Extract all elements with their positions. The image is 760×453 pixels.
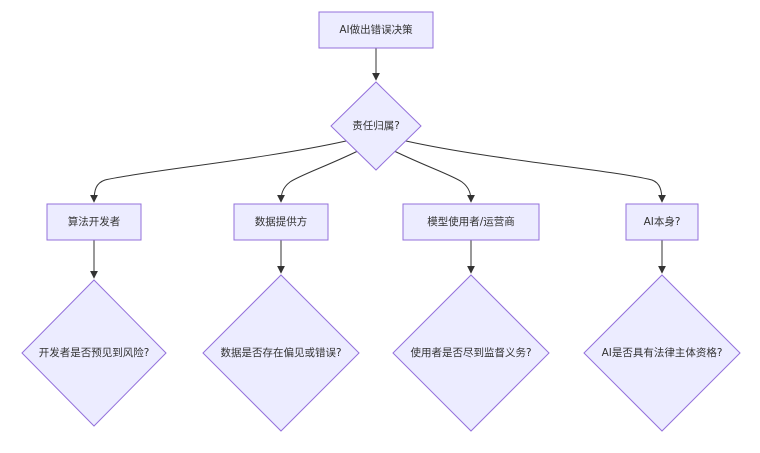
start-node-label: AI做出错误决策 <box>339 23 413 36</box>
start-node: AI做出错误决策 <box>318 11 434 49</box>
check-data-provider-diamond <box>202 274 360 432</box>
branch-developer-box <box>46 203 142 241</box>
branch-developer-label: 算法开发者 <box>68 215 121 228</box>
branch-operator: 模型使用者/运营商 <box>402 203 540 241</box>
branch-operator-box <box>402 203 540 241</box>
check-operator: 使用者是否尽到监督义务? <box>392 274 550 432</box>
edge-question-to-data-provider <box>277 147 365 203</box>
branch-ai-itself-box <box>625 203 699 241</box>
check-ai-itself-label: AI是否具有法律主体资格? <box>602 346 723 359</box>
branch-operator-label: 模型使用者/运营商 <box>427 215 515 228</box>
question-label: 责任归属? <box>352 119 400 132</box>
edge-question-to-ai-itself <box>405 140 666 203</box>
check-developer-diamond <box>21 279 167 427</box>
question-node: 责任归属? <box>330 81 422 171</box>
check-developer-label: 开发者是否预见到风险? <box>39 346 150 359</box>
edge-question-to-developer <box>90 140 347 203</box>
check-operator-diamond <box>392 274 550 432</box>
check-developer: 开发者是否预见到风险? <box>21 279 167 427</box>
branch-data-provider: 数据提供方 <box>233 203 329 241</box>
question-diamond <box>330 81 422 171</box>
check-data-provider-label: 数据是否存在偏见或错误? <box>220 346 341 359</box>
start-node-box <box>318 11 434 49</box>
branch-ai-itself: AI本身? <box>625 203 699 241</box>
check-operator-label: 使用者是否尽到监督义务? <box>410 346 531 359</box>
check-ai-itself: AI是否具有法律主体资格? <box>583 274 741 432</box>
branch-data-provider-box <box>233 203 329 241</box>
branch-data-provider-label: 数据提供方 <box>255 215 308 228</box>
branch-ai-itself-label: AI本身? <box>644 215 681 228</box>
edge-question-to-operator <box>387 147 475 203</box>
check-ai-itself-diamond <box>583 274 741 432</box>
edges <box>90 48 666 279</box>
branch-developer: 算法开发者 <box>46 203 142 241</box>
check-data-provider: 数据是否存在偏见或错误? <box>202 274 360 432</box>
